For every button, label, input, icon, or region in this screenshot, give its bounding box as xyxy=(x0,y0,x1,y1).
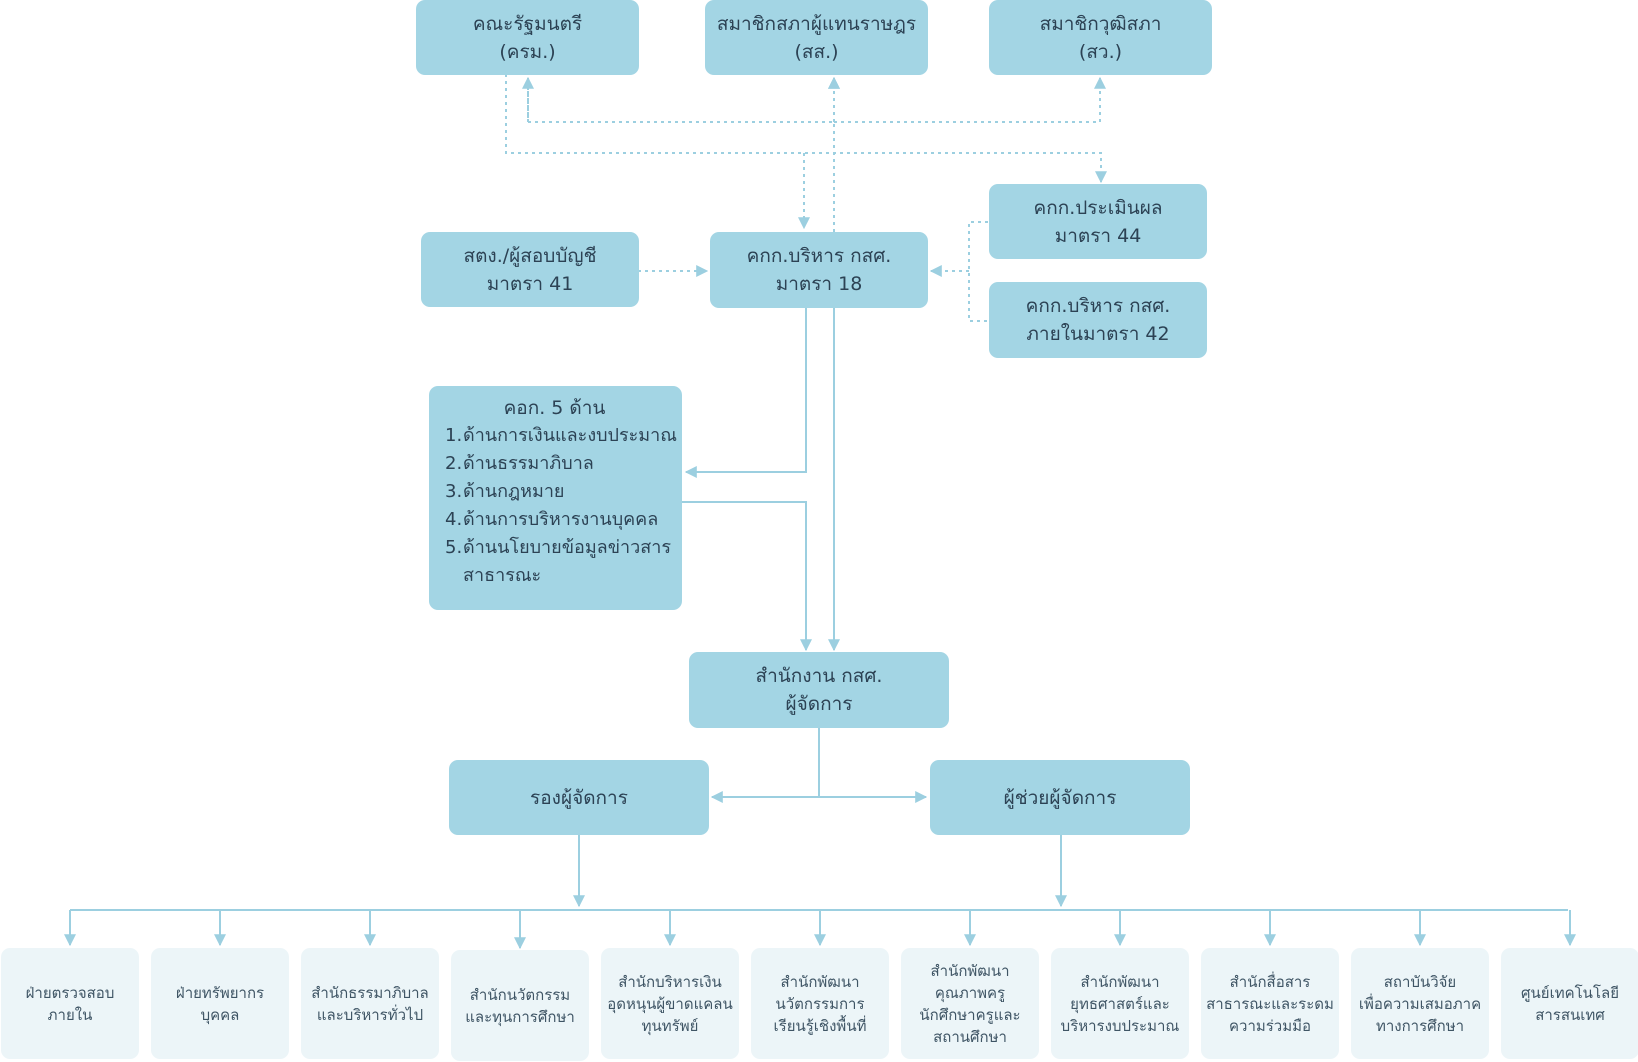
solid-link-board-committee xyxy=(684,308,807,478)
box-auditor-line1: สตง./ผู้สอบบัญชี xyxy=(463,244,597,267)
unit-box: ฝ่ายทรัพยากรบุคคล xyxy=(151,948,289,1059)
committee-item-line: สาธารณะ xyxy=(463,565,542,586)
unit-box-line: ทุนทรัพย์ xyxy=(641,1016,699,1035)
committee-item-text: ด้านการบริหารงานบุคคล xyxy=(463,506,658,534)
unit-box-line: สำนักพัฒนา xyxy=(930,961,1010,980)
unit-box: สำนักพัฒนานวัตกรรมการเรียนรู้เชิงพื้นที่ xyxy=(751,948,889,1059)
committee-item: 1.ด้านการเงินและงบประมาณ xyxy=(445,422,677,450)
unit-box-line: อุดหนุนผู้ขาดแคลน xyxy=(607,994,733,1013)
box-evaluation: คกก.ประเมินผล มาตรา 44 xyxy=(989,184,1207,259)
committee-item-number: 2. xyxy=(445,453,463,474)
box-house: สมาชิกสภาผู้แทนราษฎร (สส.) xyxy=(705,0,928,75)
unit-box-line: และบริหารทั่วไป xyxy=(316,1005,424,1024)
unit-box-line: สำนักสื่อสาร xyxy=(1229,972,1311,991)
box-senate-line2: (สว.) xyxy=(1078,40,1123,63)
committee-title: คอก. 5 ด้าน xyxy=(503,397,606,419)
box-senate: สมาชิกวุฒิสภา (สว.) xyxy=(989,0,1212,75)
committee-item: 2.ด้านธรรมาภิบาล xyxy=(445,450,672,478)
dotted-link-from-cabinet xyxy=(505,74,1107,184)
box-house-line2: (สส.) xyxy=(794,40,839,63)
committee-item-text: ด้านการเงินและงบประมาณ xyxy=(463,422,677,450)
box-evaluation-line1: คกก.ประเมินผล xyxy=(1033,196,1163,219)
unit-box-line: ศูนย์เทคโนโลยี xyxy=(1521,983,1619,1002)
unit-box-line: สำนักธรรมาภิบาล xyxy=(311,983,429,1002)
unit-box-line: สำนักพัฒนา xyxy=(1080,972,1160,991)
unit-box: สำนักนวัตกรรมและทุนการศึกษา xyxy=(451,950,589,1061)
unit-box-line: นวัตกรรมการ xyxy=(775,994,865,1013)
unit-box-line: ความร่วมมือ xyxy=(1228,1016,1312,1035)
box-office-line2: ผู้จัดการ xyxy=(785,693,853,715)
box-board-line2: มาตรา 18 xyxy=(775,273,863,295)
unit-box-line: สารสนเทศ xyxy=(1535,1005,1605,1024)
unit-box-line: ฝ่ายตรวจสอบ xyxy=(25,983,115,1002)
committee-item-text: ด้านธรรมาภิบาล xyxy=(463,450,594,478)
committee-item-line: ด้านกฎหมาย xyxy=(463,481,565,502)
box-cabinet-line1: คณะรัฐมนตรี xyxy=(472,12,583,35)
unit-box: สำนักพัฒนาคุณภาพครูนักศึกษาครูและสถานศึก… xyxy=(901,948,1039,1059)
unit-box-line: สาธารณะและระดม xyxy=(1206,994,1334,1013)
box-internal-line2: ภายในมาตรา 42 xyxy=(1026,323,1170,345)
committee-item-line: ด้านการบริหารงานบุคคล xyxy=(463,509,659,530)
committee-item: 4.ด้านการบริหารงานบุคคล xyxy=(445,506,672,534)
unit-box-line: บุคคล xyxy=(200,1005,240,1024)
unit-box-line: นักศึกษาครูและ xyxy=(919,1005,1021,1024)
box-cabinet-line2: (ครม.) xyxy=(499,40,556,63)
unit-box-line: ฝ่ายทรัพยากร xyxy=(175,983,265,1002)
unit-box-line: ทางการศึกษา xyxy=(1375,1016,1465,1035)
box-deputy: รองผู้จัดการ xyxy=(449,760,709,835)
box-board: คกก.บริหาร กสศ. มาตรา 18 xyxy=(710,232,928,308)
unit-box-line: คุณภาพครู xyxy=(934,983,1006,1002)
box-internal-line1: คกก.บริหาร กสศ. xyxy=(1025,295,1171,317)
committee-item: 5.ด้านนโยบายข้อมูลข่าวสารสาธารณะ xyxy=(445,534,672,590)
unit-box-line: ภายใน xyxy=(47,1005,93,1024)
unit-box: สำนักบริหารเงินอุดหนุนผู้ขาดแคลนทุนทรัพย… xyxy=(601,948,739,1059)
unit-box: สำนักสื่อสารสาธารณะและระดมความร่วมมือ xyxy=(1201,948,1339,1059)
committee-item-number: 5. xyxy=(445,537,463,558)
box-auditor-line2: มาตรา 41 xyxy=(486,272,574,295)
committee-item-number: 3. xyxy=(445,481,463,502)
box-cabinet: คณะรัฐมนตรี (ครม.) xyxy=(416,0,639,75)
unit-box: สำนักพัฒนายุทธศาสตร์และบริหารงบประมาณ xyxy=(1051,948,1189,1059)
unit-box-line: เพื่อความเสมอภาค xyxy=(1358,994,1482,1013)
unit-box-line: สถาบันวิจัย xyxy=(1383,972,1457,991)
committee-item-text: ด้านกฎหมาย xyxy=(463,478,564,506)
box-internal: คกก.บริหาร กสศ. ภายในมาตรา 42 xyxy=(989,282,1207,358)
committee-item-number: 1. xyxy=(445,425,463,446)
unit-box-line: และทุนการศึกษา xyxy=(465,1007,575,1026)
unit-box-line: บริหารงบประมาณ xyxy=(1060,1016,1180,1035)
committee-item-line: ด้านนโยบายข้อมูลข่าวสาร xyxy=(463,537,671,558)
committee-item: 3.ด้านกฎหมาย xyxy=(445,478,672,506)
box-evaluation-line2: มาตรา 44 xyxy=(1054,224,1142,247)
unit-box-line: ยุทธศาสตร์และ xyxy=(1070,994,1170,1013)
unit-box: ฝ่ายตรวจสอบภายใน xyxy=(1,948,139,1059)
unit-box-line: สถานศึกษา xyxy=(933,1027,1007,1046)
box-auditor: สตง./ผู้สอบบัญชี มาตรา 41 xyxy=(421,232,639,307)
box-assistant-label: ผู้ช่วยผู้จัดการ xyxy=(1003,786,1117,809)
box-assistant: ผู้ช่วยผู้จัดการ xyxy=(930,760,1190,835)
box-house-line1: สมาชิกสภาผู้แทนราษฎร xyxy=(716,12,917,35)
unit-box-line: สำนักนวัตกรรม xyxy=(469,985,571,1004)
box-senate-line1: สมาชิกวุฒิสภา xyxy=(1039,12,1162,35)
unit-box: สถาบันวิจัยเพื่อความเสมอภาคทางการศึกษา xyxy=(1351,948,1489,1059)
committee-item-line: ด้านธรรมาภิบาล xyxy=(463,453,594,474)
unit-box-line: เรียนรู้เชิงพื้นที่ xyxy=(773,1016,867,1035)
unit-box-line: สำนักพัฒนา xyxy=(780,972,860,991)
box-board-line1: คกก.บริหาร กสศ. xyxy=(746,245,892,267)
box-office-line1: สำนักงาน กสศ. xyxy=(755,665,883,687)
box-office: สำนักงาน กสศ. ผู้จัดการ xyxy=(689,652,949,728)
solid-link-committee-office xyxy=(682,501,812,652)
committee-item-line: ด้านการเงินและงบประมาณ xyxy=(463,425,677,446)
unit-box-line: สำนักบริหารเงิน xyxy=(618,972,722,991)
committee-item-number: 4. xyxy=(445,509,463,530)
unit-box: ศูนย์เทคโนโลยีสารสนเทศ xyxy=(1501,948,1638,1059)
committee-item-text: ด้านนโยบายข้อมูลข่าวสารสาธารณะ xyxy=(463,534,671,590)
unit-box: สำนักธรรมาภิบาลและบริหารทั่วไป xyxy=(301,948,439,1059)
box-deputy-label: รองผู้จัดการ xyxy=(530,786,628,809)
